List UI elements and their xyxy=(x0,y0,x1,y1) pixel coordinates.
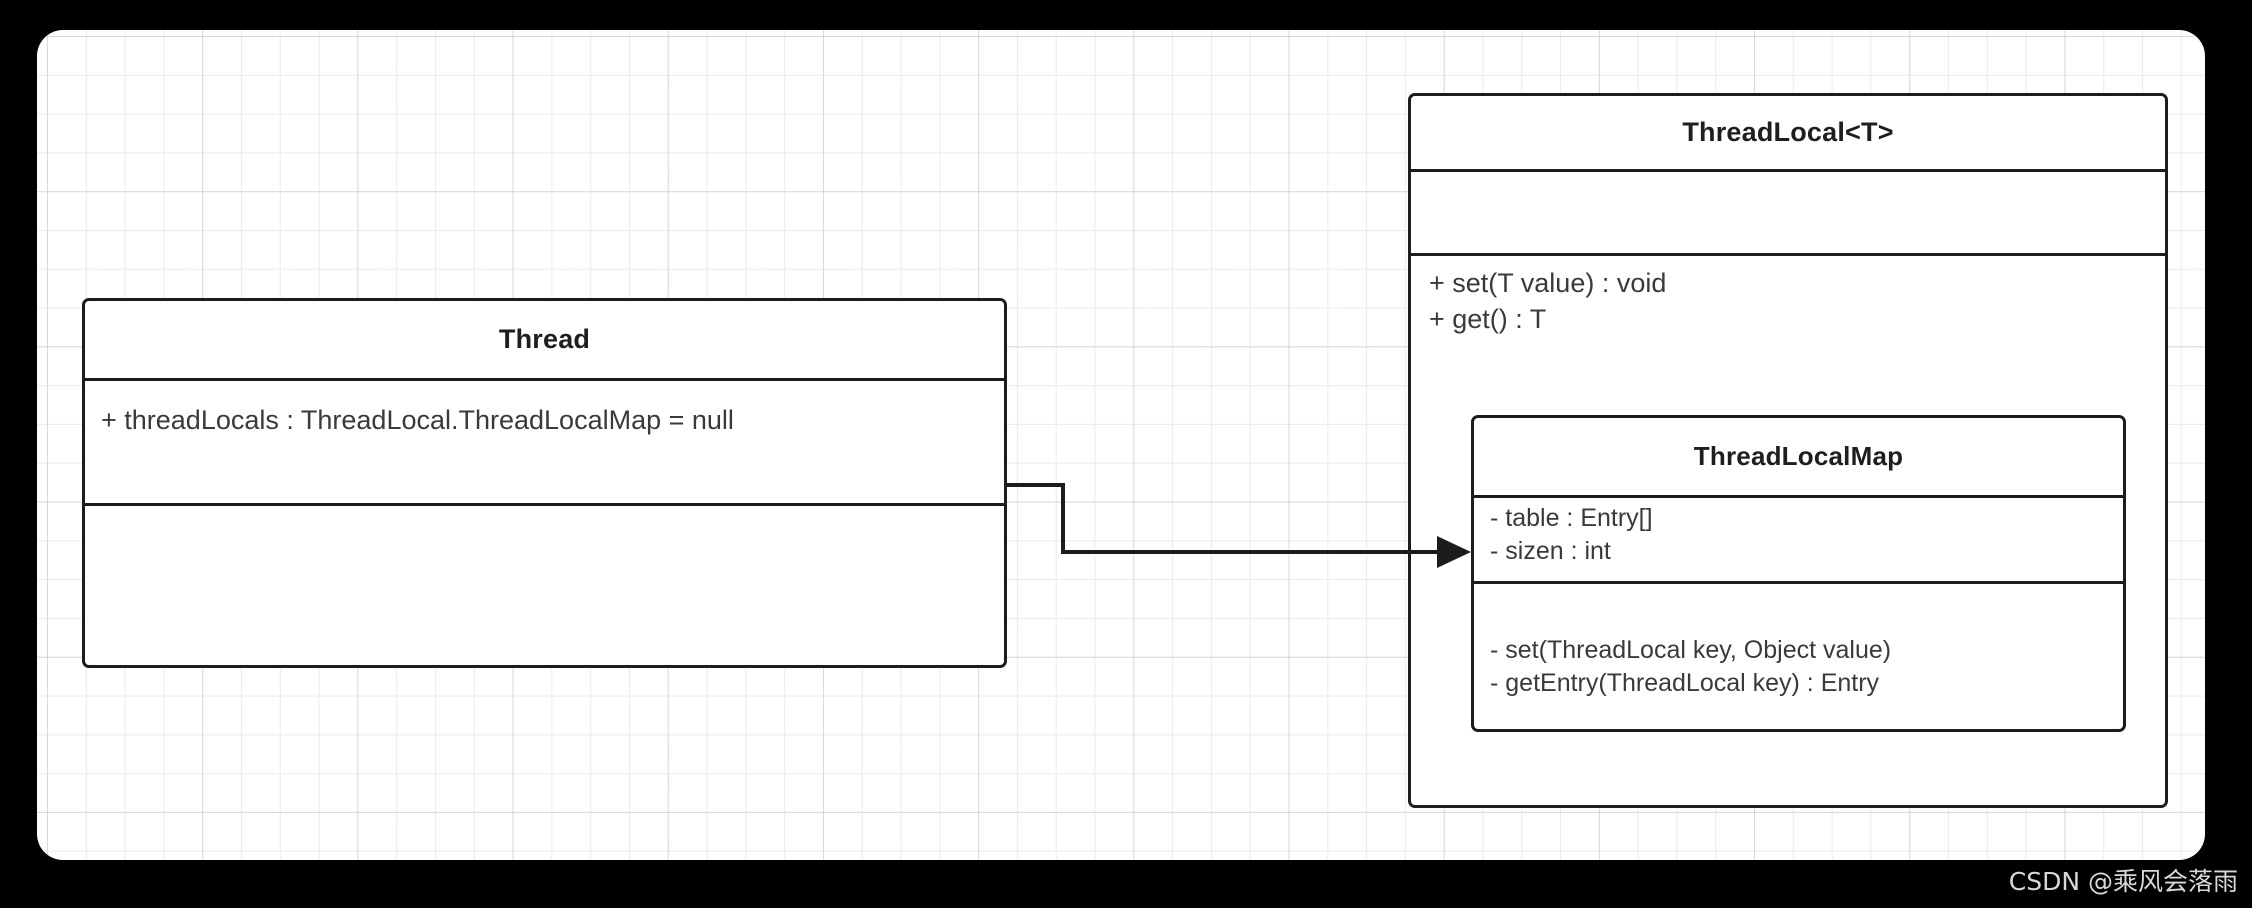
class-title-threadlocalmap: ThreadLocalMap xyxy=(1693,441,1904,471)
class-attributes-threadlocalmap: - table : Entry[] - sizen : int xyxy=(1474,495,2123,581)
method-row: + set(T value) : void xyxy=(1429,268,1667,298)
diagram-canvas[interactable]: Thread + threadLocals : ThreadLocal.Thre… xyxy=(37,30,2205,860)
class-attributes-thread: + threadLocals : ThreadLocal.ThreadLocal… xyxy=(85,378,1004,503)
class-methods-threadlocalmap: - set(ThreadLocal key, Object value) - g… xyxy=(1474,581,2123,729)
class-box-thread[interactable]: Thread + threadLocals : ThreadLocal.Thre… xyxy=(82,298,1007,668)
attribute-row: - sizen : int xyxy=(1490,537,1611,565)
method-row: - getEntry(ThreadLocal key) : Entry xyxy=(1490,669,1880,697)
class-attributes-threadlocal xyxy=(1411,169,2165,253)
class-title-thread: Thread xyxy=(498,324,591,354)
method-row: + get() : T xyxy=(1429,303,1547,334)
class-box-threadlocalmap[interactable]: ThreadLocalMap - table : Entry[] - sizen… xyxy=(1471,415,2126,732)
method-row: - set(ThreadLocal key, Object value) xyxy=(1490,636,1892,664)
class-methods-threadlocal: + set(T value) : void + get() : T xyxy=(1411,253,2165,805)
csdn-watermark: CSDN @乘风会落雨 xyxy=(2008,867,2238,896)
attribute-row: + threadLocals : ThreadLocal.ThreadLocal… xyxy=(101,405,734,435)
class-title-threadlocal: ThreadLocal<T> xyxy=(1682,117,1894,147)
attribute-row: - table : Entry[] xyxy=(1490,504,1653,532)
class-methods-thread xyxy=(85,503,1004,665)
